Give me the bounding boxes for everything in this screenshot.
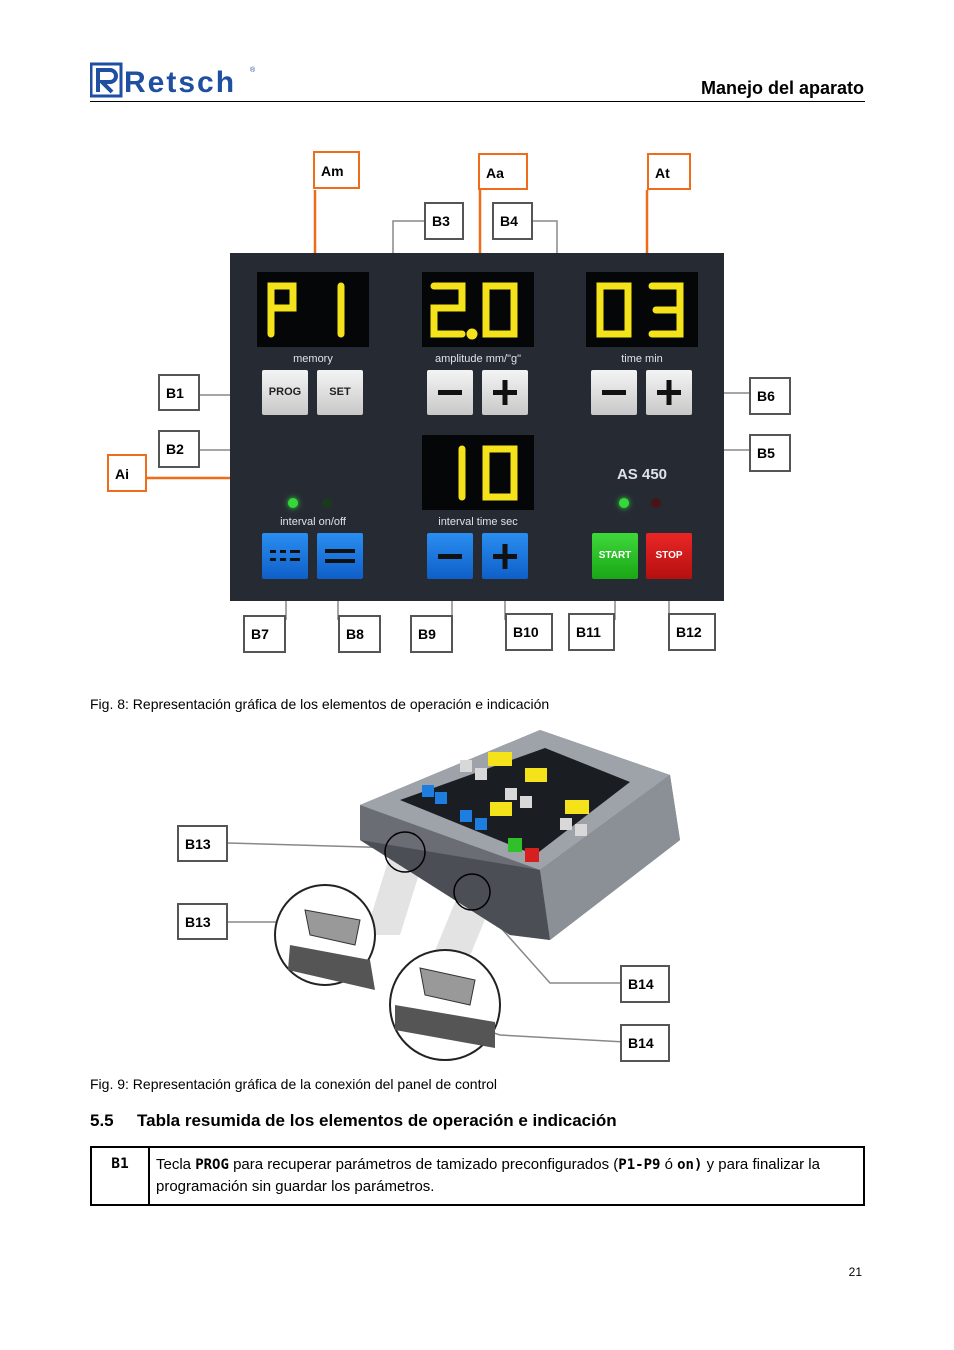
plus-icon [493, 380, 517, 405]
interval-plus-button[interactable] [482, 533, 528, 579]
amplitude-label: amplitude mm/"g" [434, 353, 522, 365]
callout-b14-upper: B14 [620, 965, 670, 1003]
callout-ai: Ai [107, 454, 147, 492]
prog-button[interactable]: PROG [262, 370, 308, 415]
set-button[interactable]: SET [317, 370, 363, 415]
svg-text:®: ® [250, 66, 256, 74]
plus-icon [493, 544, 517, 569]
interval-led-on [288, 498, 298, 508]
callout-b13-lower: B13 [177, 903, 228, 940]
table-row: B1 Tecla PROG para recuperar parámetros … [90, 1145, 865, 1207]
time-minus-button[interactable] [591, 370, 637, 415]
callout-b7: B7 [243, 615, 286, 653]
callout-at: At [647, 153, 691, 190]
device-illustration [227, 730, 680, 1061]
amplitude-plus-button[interactable] [482, 370, 528, 415]
memory-label: memory [293, 353, 333, 365]
interval-led-off [322, 498, 332, 508]
interval-pulse-button[interactable] [262, 533, 308, 579]
fig9-caption: Fig. 9: Representación gráfica de la con… [90, 1076, 498, 1092]
time-display [586, 272, 698, 347]
minus-icon [602, 390, 626, 395]
time-label: time min [621, 353, 663, 365]
model-label: AS 450 [616, 466, 668, 483]
interval-display [422, 435, 534, 510]
time-plus-button[interactable] [646, 370, 692, 415]
callout-b11: B11 [568, 613, 615, 651]
equals-icon [325, 549, 355, 563]
summary-table: B1 Tecla PROG para recuperar parámetros … [90, 1145, 865, 1207]
callout-b3: B3 [424, 202, 464, 240]
minus-icon [438, 554, 462, 559]
callout-b4: B4 [492, 202, 533, 240]
callout-am: Am [313, 151, 360, 189]
callout-b2: B2 [158, 430, 200, 468]
table-cell-id: B1 [90, 1145, 150, 1207]
interval-dashes-icon [270, 550, 300, 561]
callout-b13-upper: B13 [177, 825, 228, 862]
memory-display [257, 272, 369, 347]
retsch-logo: Retsch ® [89, 62, 260, 99]
run-led [619, 498, 629, 508]
stop-button[interactable]: STOP [646, 533, 692, 579]
interval-continuous-button[interactable] [317, 533, 363, 579]
callout-b14-lower: B14 [620, 1024, 670, 1062]
callout-b10: B10 [505, 613, 553, 651]
callout-b6: B6 [749, 377, 791, 415]
fig8-caption: Fig. 8: Representación gráfica de los el… [90, 696, 550, 712]
interval-minus-button[interactable] [427, 533, 473, 579]
callout-b12: B12 [668, 613, 716, 651]
logo-text: Retsch [124, 66, 236, 98]
start-button[interactable]: START [592, 533, 638, 579]
amplitude-display [422, 272, 534, 347]
section-number: 5.5 [90, 1111, 114, 1130]
header-rule [90, 101, 865, 102]
minus-icon [438, 390, 462, 395]
interval-time-label: interval time sec [438, 516, 518, 528]
callout-b9: B9 [410, 615, 453, 653]
callout-b8: B8 [338, 615, 381, 653]
callout-b1: B1 [158, 374, 200, 411]
page-number: 21 [848, 1265, 862, 1279]
section-header: Manejo del aparato [700, 78, 864, 98]
stop-led [651, 498, 661, 508]
control-panel: memory amplitude mm/"g" time min interva… [230, 253, 724, 601]
table-cell-description: Tecla PROG para recuperar parámetros de … [148, 1145, 865, 1207]
interval-onoff-label: interval on/off [280, 516, 346, 528]
callout-aa: Aa [478, 153, 528, 190]
plus-icon [657, 380, 681, 405]
section-heading: 5.5 Tabla resumida de los elementos de op… [90, 1111, 617, 1131]
amplitude-minus-button[interactable] [427, 370, 473, 415]
section-title: Tabla resumida de los elementos de opera… [137, 1111, 617, 1130]
callout-b5: B5 [749, 434, 791, 472]
